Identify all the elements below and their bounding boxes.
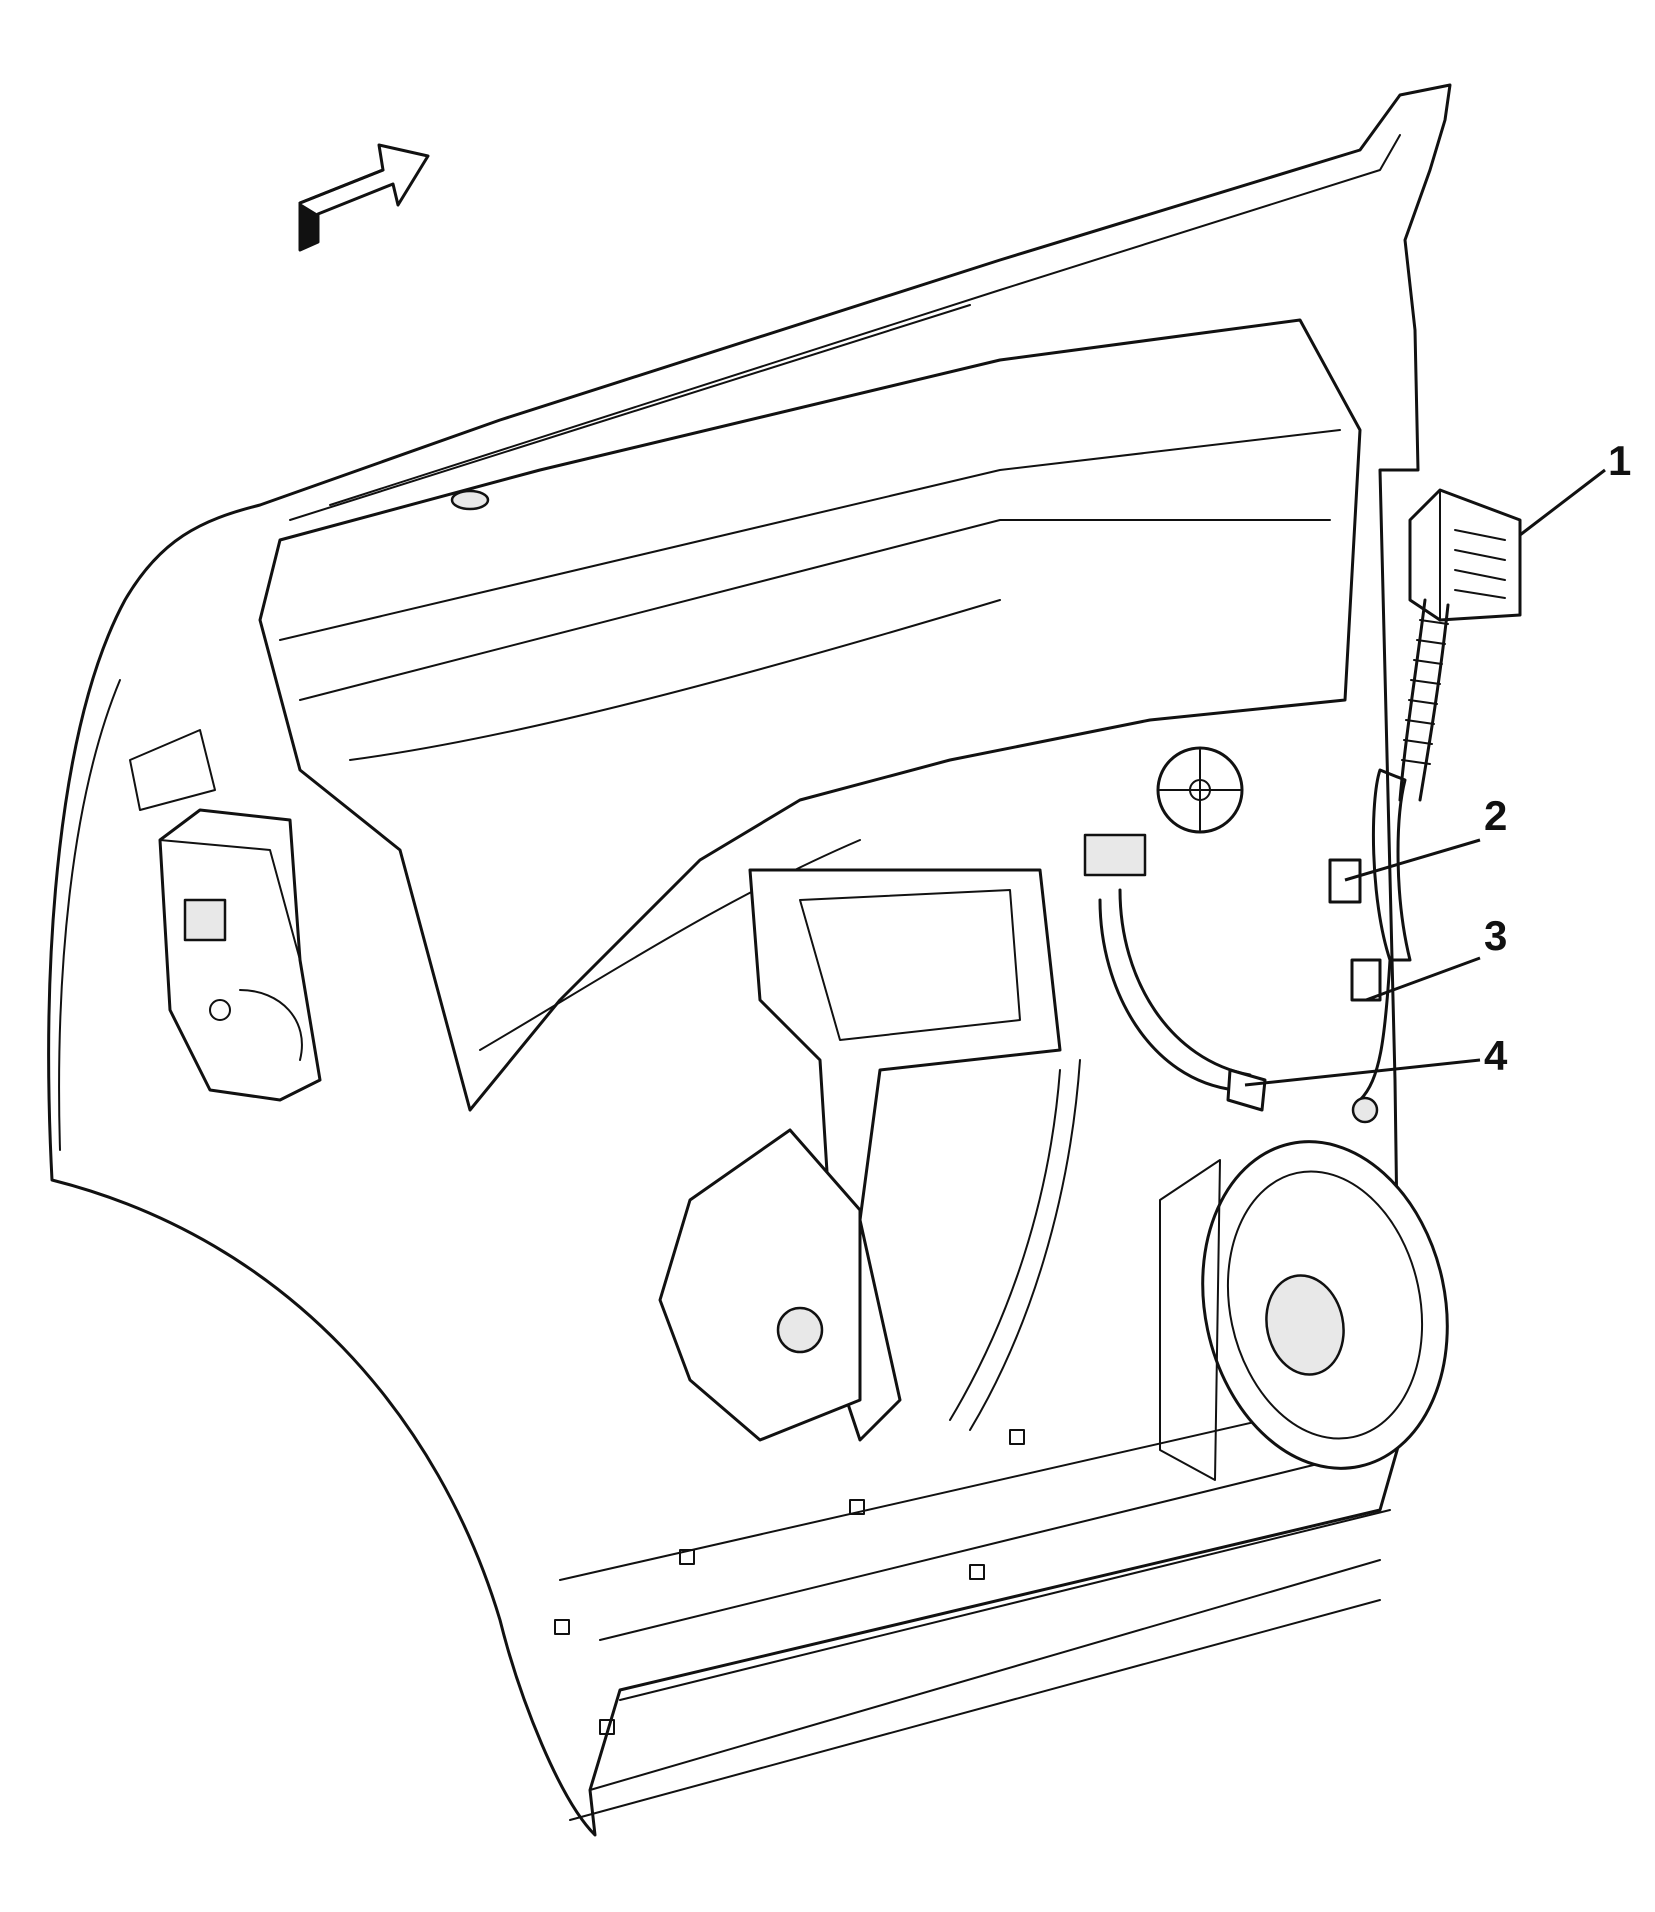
leader-1	[1519, 468, 1606, 537]
door-speaker	[1159, 1140, 1449, 1481]
harness-clip-lower	[1350, 958, 1382, 1002]
callout-3: 3	[1484, 912, 1507, 959]
door-inner-trim	[258, 318, 1362, 1112]
callout-1: 1	[1608, 437, 1631, 484]
harness-clip-upper	[1328, 858, 1362, 904]
harness-connector	[1408, 488, 1522, 622]
leader-4	[1244, 1058, 1481, 1087]
leader-3	[1365, 956, 1481, 1002]
leader-2	[1344, 838, 1481, 882]
callout-2: 2	[1484, 792, 1507, 839]
callout-leaders	[1244, 468, 1606, 1087]
door-wiring-harness	[1098, 488, 1522, 1124]
harness-clip-speaker	[1226, 1068, 1267, 1112]
callout-4: 4	[1484, 1032, 1508, 1079]
callout-labels: 1 2 3 4	[1484, 437, 1631, 1079]
forward-arrow-icon	[298, 143, 430, 252]
door-outer-panel	[47, 83, 1452, 1837]
window-regulator	[658, 746, 1244, 1442]
door-latch	[129, 729, 322, 1102]
